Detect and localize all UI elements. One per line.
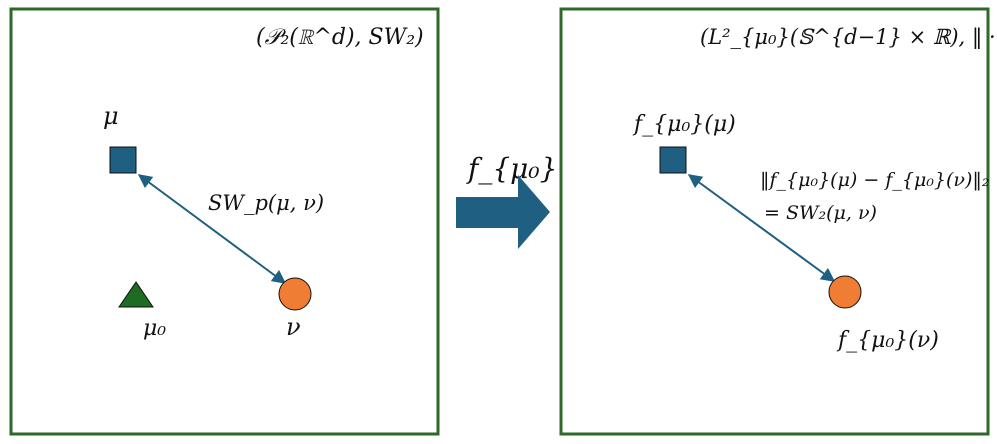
left-distance-line — [137, 174, 287, 284]
left-nu-circle — [278, 277, 312, 311]
left-space-label-text: (𝒫₂(ℝ^d), SW₂) — [256, 25, 424, 50]
left-mu-label: μ — [103, 102, 119, 130]
left-space-label: (𝒫₂(ℝ^d), SW₂) — [256, 25, 424, 50]
right-space-label: (L²_{μ₀}(𝕊^{d−1} × ℝ), ‖ · ‖₂) — [700, 25, 997, 50]
transform-label: f_{μ₀} — [466, 152, 557, 185]
left-nu-label: ν — [286, 313, 301, 341]
right-nu-circle — [828, 275, 862, 309]
left-mu-square — [109, 146, 137, 174]
transform-arrow-icon — [456, 175, 550, 249]
left-panel-frame — [9, 7, 440, 436]
right-mu-square — [659, 146, 687, 174]
left-panel: (𝒫₂(ℝ^d), SW₂) μ SW_p(μ, ν) μ₀ ν — [9, 7, 440, 436]
right-distance-label-line2: = SW₂(μ, ν) — [764, 202, 877, 224]
right-distance-line — [687, 174, 836, 282]
left-distance-label: SW_p(μ, ν) — [208, 191, 324, 215]
right-mu-label: f_{μ₀}(μ) — [632, 112, 736, 137]
transform: f_{μ₀} — [456, 152, 557, 249]
right-panel: (L²_{μ₀}(𝕊^{d−1} × ℝ), ‖ · ‖₂) f_{μ₀}(μ)… — [559, 7, 997, 436]
left-mu0-triangle — [118, 281, 154, 308]
right-nu-label: f_{μ₀}(ν) — [836, 328, 939, 353]
right-distance-label-line1: ‖f_{μ₀}(μ) − f_{μ₀}(ν)‖₂ — [760, 169, 990, 191]
right-panel-frame — [559, 7, 990, 436]
left-mu0-label: μ₀ — [143, 316, 166, 341]
